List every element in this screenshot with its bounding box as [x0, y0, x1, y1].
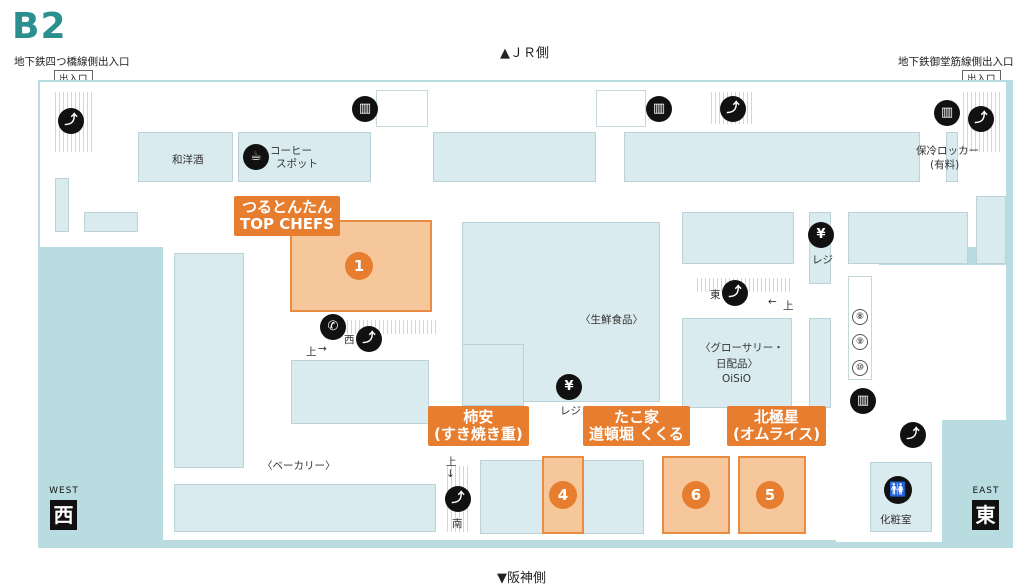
north-east-block: [624, 132, 920, 182]
right-exit-label: 地下鉄御堂筋線側出入口: [898, 56, 1014, 68]
grocery-label-line2: 日配品〉: [716, 358, 758, 370]
shop-6-name-line1: たこ家: [613, 408, 659, 426]
east-far-block: [848, 212, 968, 264]
locker-8[interactable]: ⑧: [852, 309, 868, 325]
south-escalator-arrow: ↓: [446, 468, 455, 480]
escalator-icon-west-exit: ⤴: [58, 108, 84, 134]
shop-5-name-line1: 北極星: [754, 408, 800, 426]
west-escalator-track: [340, 320, 438, 334]
east-en-label: EAST: [972, 486, 1000, 496]
floor-east-corridor: [876, 265, 1006, 420]
west-escalator-up: 上: [306, 346, 317, 358]
locker-label-line1: 保冷ロッカー: [916, 145, 979, 157]
escalator-icon-west: ⤴: [356, 326, 382, 352]
yen-icon-east: ¥: [808, 222, 834, 248]
west-center-block: [291, 360, 429, 424]
escalator-icon-south: ⤴: [445, 486, 471, 512]
elevator-shaft-center: [596, 90, 646, 127]
west-pillar-block: [55, 178, 69, 232]
elevator-shaft-west: [376, 90, 428, 127]
elevator-icon-east: ▥: [934, 100, 960, 126]
bakery-label: 〈ベーカリー〉: [262, 460, 336, 472]
escalator-icon-north: ⤴: [720, 96, 746, 122]
floor-title: B2: [12, 6, 67, 47]
left-exit-label: 地下鉄四つ橋線側出入口: [14, 56, 130, 68]
wayoshu-label: 和洋酒: [172, 154, 204, 166]
shop-6-callout[interactable]: たこ家 道頓堀 くくる: [583, 406, 690, 446]
fresh-food-sub-block: [462, 344, 524, 406]
west-escalator-arrow: →: [318, 343, 327, 355]
phone-icon: ✆: [320, 314, 346, 340]
south-direction-label: ▼阪神側: [497, 571, 546, 586]
shop-1-number[interactable]: 1: [345, 252, 373, 280]
south-escalator-up: 上: [446, 456, 457, 468]
shop-1-name-line1: つるとんたん: [242, 198, 333, 216]
wayoshu-block: [138, 132, 233, 182]
toilet-label: 化粧室: [880, 514, 912, 526]
west-escalator-label: 西: [344, 334, 355, 346]
west-en-label: WEST: [49, 486, 79, 496]
locker-block: [946, 132, 958, 182]
elevator-icon-southeast: ▥: [850, 388, 876, 414]
escalator-icon-east-exit: ⤴: [968, 106, 994, 132]
shop-6-name-line2: 道頓堀 くくる: [589, 425, 684, 443]
south-escalator-label: 南: [452, 518, 463, 530]
shop-4-name-line1: 柿安: [463, 408, 494, 426]
shop-1-callout[interactable]: つるとんたん TOP CHEFS: [234, 196, 341, 236]
escalator-icon-east: ⤴: [722, 280, 748, 306]
shop-1-name-line2: TOP CHEFS: [240, 215, 335, 233]
east-edge-block: [976, 196, 1006, 264]
east-escalator-label: 東: [710, 289, 721, 301]
east-jp-label: 東: [972, 500, 999, 530]
coffee-label-line1: コーヒー: [270, 145, 312, 157]
shop-5-number[interactable]: 5: [756, 481, 784, 509]
elevator-icon-west: ▥: [352, 96, 378, 122]
register-label-east: レジ: [812, 254, 833, 266]
coffee-label-line2: スポット: [276, 158, 318, 170]
coffee-icon: ☕: [243, 144, 269, 170]
north-direction-label: ▲ＪＲ側: [500, 46, 549, 61]
shop-4-callout[interactable]: 柿安 (すき焼き重): [428, 406, 529, 446]
locker-label-line2: (有料): [930, 159, 960, 171]
yen-icon-center: ¥: [556, 374, 582, 400]
shop-5-name-line2: (オムライス): [733, 425, 821, 443]
shop-6-number[interactable]: 6: [682, 481, 710, 509]
shop-5-callout[interactable]: 北極星 (オムライス): [727, 406, 827, 446]
north-center-block: [433, 132, 596, 182]
register-label-center: レジ: [560, 405, 581, 417]
escalator-icon-southeast: ⤴: [900, 422, 926, 448]
east-upper-block: [682, 212, 794, 264]
east-escalator-arrow: ←: [768, 296, 777, 308]
fresh-food-label: 〈生鮮食品〉: [580, 314, 643, 326]
east-escalator-up: 上: [783, 300, 794, 312]
grocery-label-line1: 〈グローサリー・: [700, 342, 784, 354]
grocery-label-line3: OiSiO: [722, 373, 752, 385]
west-jp-label: 西: [50, 500, 77, 530]
shop-6-area[interactable]: [662, 456, 730, 534]
west-small-block: [84, 212, 138, 232]
locker-10[interactable]: ⑩: [852, 360, 868, 376]
west-long-block: [174, 253, 244, 468]
shop-4-number[interactable]: 4: [549, 481, 577, 509]
shop-4-name-line2: (すき焼き重): [434, 425, 523, 443]
east-narrow-block: [809, 318, 831, 408]
elevator-icon-center: ▥: [646, 96, 672, 122]
grocery-block: [682, 318, 792, 408]
locker-9[interactable]: ⑨: [852, 334, 868, 350]
toilet-icon: 🚻: [884, 476, 912, 504]
south-west-block: [174, 484, 436, 532]
